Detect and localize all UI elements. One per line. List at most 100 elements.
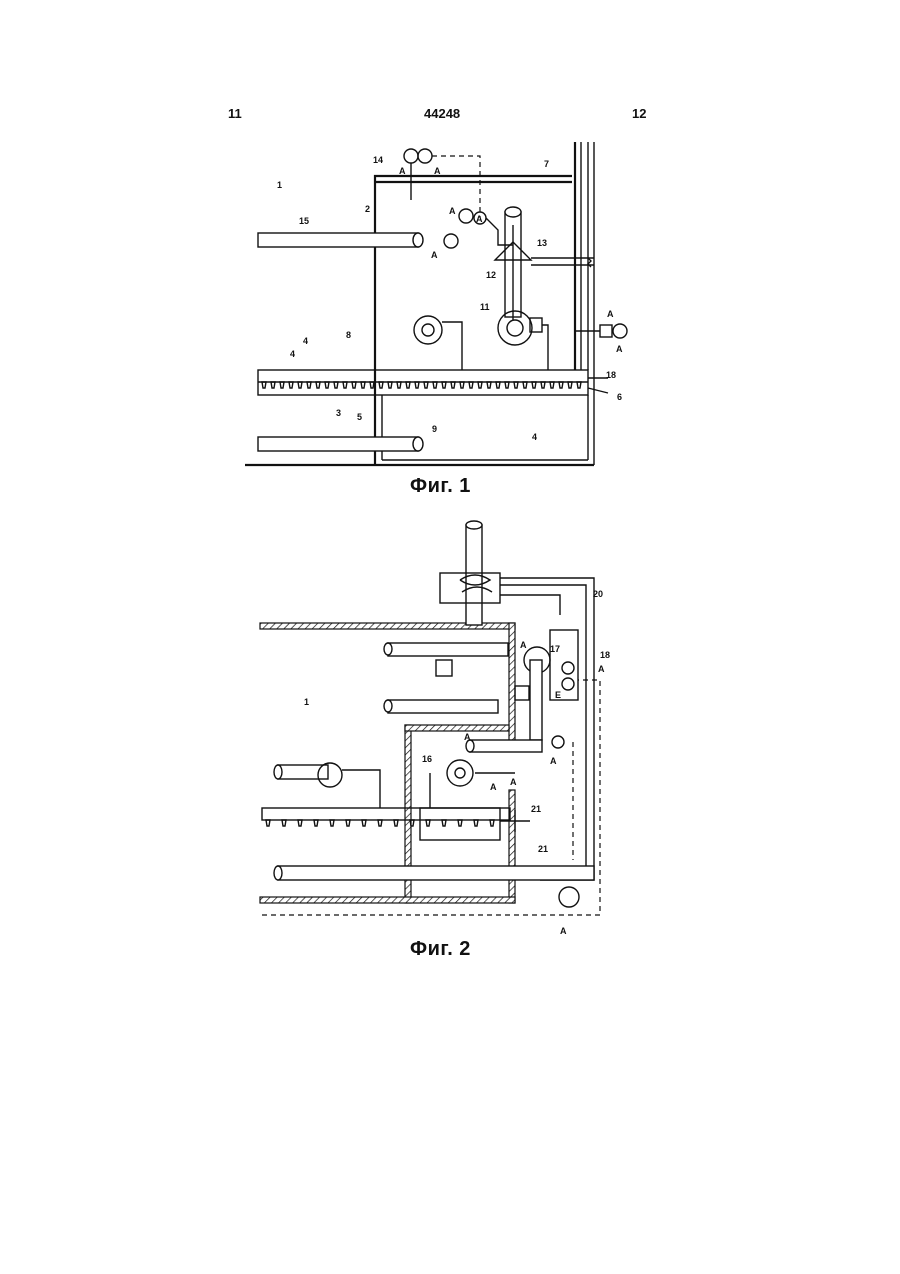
- fig2-label: A: [520, 640, 527, 650]
- nozzle: [316, 382, 320, 388]
- nozzle: [424, 382, 428, 388]
- fig2-label: A: [510, 777, 517, 787]
- fig2-conveyor: [262, 808, 510, 820]
- nozzle: [442, 382, 446, 388]
- fig2-label: A: [464, 732, 471, 742]
- fig1-gauge-14b: [418, 149, 432, 163]
- nozzle: [451, 382, 455, 388]
- fig1-label: 7: [544, 159, 549, 169]
- nozzle: [523, 382, 527, 388]
- fig1-nozzle-row: [262, 382, 581, 388]
- fig1-label: 4: [532, 432, 537, 442]
- nozzle: [577, 382, 581, 388]
- figure-2-drawing: [260, 521, 600, 915]
- fig1-label: A: [431, 250, 438, 260]
- nozzle: [469, 382, 473, 388]
- fig2-label: 20: [593, 589, 603, 599]
- fig2-nozzle-row: [266, 820, 494, 826]
- fig2-label: A: [560, 926, 567, 936]
- fig2-bottom-pipe: [278, 866, 594, 880]
- nozzle: [388, 382, 392, 388]
- fig1-label: A: [434, 166, 441, 176]
- fig1-label: 13: [537, 238, 547, 248]
- nozzle: [410, 820, 414, 826]
- fig2-label: A: [490, 782, 497, 792]
- nozzle: [442, 820, 446, 826]
- nozzle: [559, 382, 563, 388]
- fig1-label: 11: [480, 302, 490, 312]
- fig1-gauge-right: [613, 324, 627, 338]
- fig1-gauge-a1: [459, 209, 473, 223]
- nozzle: [406, 382, 410, 388]
- nozzle: [307, 382, 311, 388]
- nozzle: [352, 382, 356, 388]
- fig2-fan-16: [447, 760, 473, 786]
- nozzle: [298, 820, 302, 826]
- fig2-label: 1: [304, 697, 309, 707]
- nozzle: [346, 820, 350, 826]
- nozzle: [298, 382, 302, 388]
- fig2-label: 21: [538, 844, 548, 854]
- fig1-label: 4: [303, 336, 308, 346]
- nozzle: [426, 820, 430, 826]
- nozzle: [496, 382, 500, 388]
- fig1-label: 4: [290, 349, 295, 359]
- fig1-label: 15: [299, 216, 309, 226]
- fig2-floor: [260, 897, 515, 903]
- fig1-label: 14: [373, 155, 383, 165]
- fig1-gauge-a3: [444, 234, 458, 248]
- fig1-label: 18: [606, 370, 616, 380]
- fig2-label: A: [598, 664, 605, 674]
- fig2-gauge-bottom: [559, 887, 579, 907]
- fig1-label: 9: [432, 424, 437, 434]
- nozzle: [478, 382, 482, 388]
- nozzle: [271, 382, 275, 388]
- nozzle: [397, 382, 401, 388]
- nozzle: [550, 382, 554, 388]
- fig2-label: 17: [550, 644, 560, 654]
- nozzle: [532, 382, 536, 388]
- fig1-duct-15: [258, 233, 418, 247]
- fig1-fan-left: [414, 316, 442, 344]
- fig1-label: A: [476, 214, 483, 224]
- nozzle: [334, 382, 338, 388]
- fig2-label: 16: [422, 754, 432, 764]
- nozzle: [460, 382, 464, 388]
- fig2-label: 21: [531, 804, 541, 814]
- nozzle: [490, 820, 494, 826]
- fig2-gauge-18: [562, 662, 574, 674]
- nozzle: [325, 382, 329, 388]
- fig1-label: 5: [357, 412, 362, 422]
- fig1-label: A: [607, 309, 614, 319]
- fig2-label: 18: [600, 650, 610, 660]
- nozzle: [378, 820, 382, 826]
- fig1-label: A: [449, 206, 456, 216]
- nozzle: [505, 382, 509, 388]
- figure-1-labels: 1 2 3 4 4 4 5 6 7 8 9 11 12 13 14 15 18 …: [277, 155, 623, 442]
- fig1-duct-lower: [258, 437, 418, 451]
- nozzle: [568, 382, 572, 388]
- nozzle: [343, 382, 347, 388]
- nozzle: [289, 382, 293, 388]
- figure-2-labels: 1 16 17 18 20 21 21 A A A A A A A E: [304, 589, 610, 936]
- nozzle: [514, 382, 518, 388]
- fig1-gauge-14a: [404, 149, 418, 163]
- nozzle: [280, 382, 284, 388]
- nozzle: [361, 382, 365, 388]
- figure-2-caption: Фиг. 2: [410, 938, 471, 961]
- fig1-label: A: [399, 166, 406, 176]
- nozzle: [282, 820, 286, 826]
- nozzle: [330, 820, 334, 826]
- fig1-label: 8: [346, 330, 351, 340]
- figure-1-drawing: [245, 142, 627, 465]
- nozzle: [487, 382, 491, 388]
- nozzle: [394, 820, 398, 826]
- nozzle: [362, 820, 366, 826]
- fig1-label: 2: [365, 204, 370, 214]
- fig2-label: E: [555, 690, 561, 700]
- nozzle: [379, 382, 383, 388]
- nozzle: [474, 820, 478, 826]
- fig1-label: 1: [277, 180, 282, 190]
- fig1-label: 6: [617, 392, 622, 402]
